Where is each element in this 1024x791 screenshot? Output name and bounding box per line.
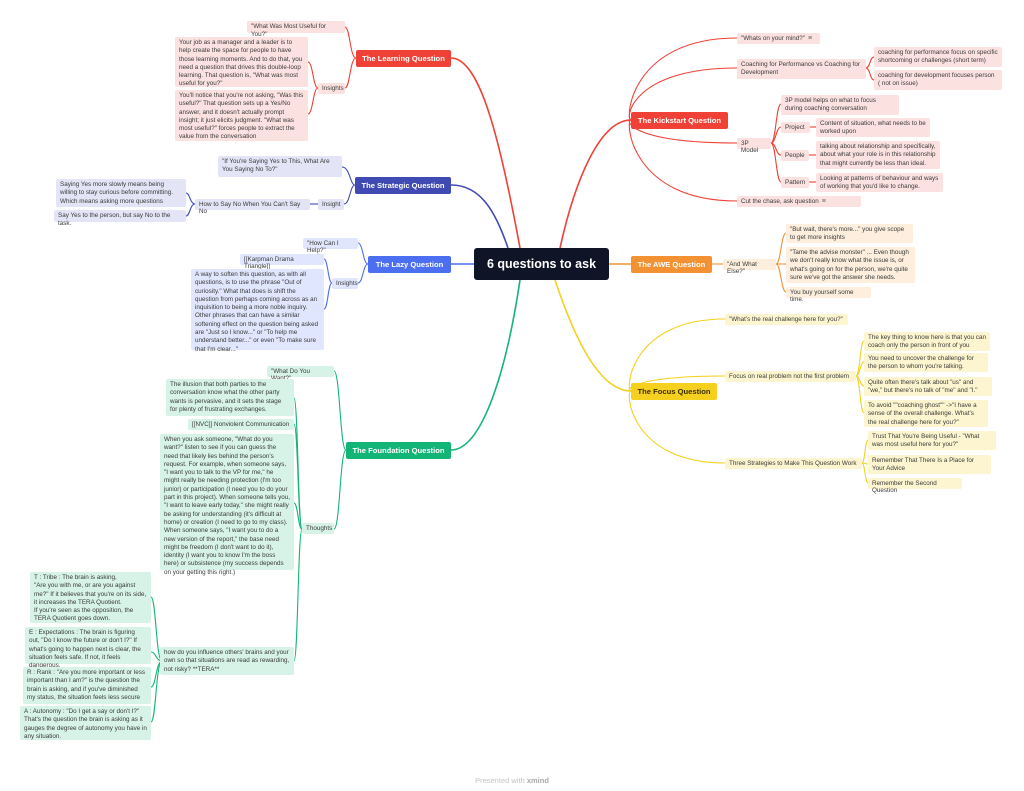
focus-real-note-4[interactable]: To avoid ""coaching ghost"" ->"I have a … <box>864 400 988 427</box>
footer-prefix: Presented with <box>475 776 525 785</box>
learning-insights-label[interactable]: Insights <box>318 83 345 94</box>
tera-tribe[interactable]: T : Tribe : The brain is asking, "Are yo… <box>30 572 151 623</box>
focus-real-problem[interactable]: Focus on real problem not the first prob… <box>725 371 856 382</box>
strategy-place-for-advice[interactable]: Remember That There Is a Place for Your … <box>868 455 991 474</box>
strategy-second-question[interactable]: Remember the Second Question <box>868 478 962 494</box>
branch-strategic-question[interactable]: The Strategic Question <box>355 177 451 194</box>
kickstart-question-label: "Whats on your mind?" <box>741 35 805 42</box>
kickstart-coaching-topic[interactable]: Coaching for Performance vs Coaching for… <box>737 59 866 79</box>
cut-the-chase-label: Cut the chase, ask question <box>741 198 819 205</box>
tera-autonomy[interactable]: A : Autonomy : "Do I get a say or don't … <box>20 706 151 740</box>
3p-project-label[interactable]: Project <box>781 122 810 133</box>
strategic-how-to-say-no[interactable]: How to Say No When You Can't Say No <box>195 199 310 215</box>
branch-foundation-question[interactable]: The Foundation Question <box>346 442 451 459</box>
3p-model-description[interactable]: 3P model helps on what to focus during c… <box>781 95 899 115</box>
notes-icon[interactable]: ≡ <box>821 198 826 205</box>
focus-real-note-3[interactable]: Quite often there's talk about "us" and … <box>864 377 992 396</box>
learning-note-2[interactable]: You'll notice that you're not asking, "W… <box>175 90 308 141</box>
branch-learning-question[interactable]: The Learning Question <box>356 50 451 67</box>
awe-note-buy-time[interactable]: You buy yourself some time. <box>786 287 871 303</box>
xmind-logo: xmind <box>526 776 549 785</box>
learning-question-text[interactable]: "What Was Most Useful for You?" <box>247 21 345 38</box>
coaching-performance-note[interactable]: coaching for performance focus on specif… <box>874 47 1002 67</box>
3p-project-description[interactable]: Content of situation, what needs to be w… <box>816 118 930 137</box>
foundation-thought-4[interactable]: how do you influence others' brains and … <box>160 647 294 675</box>
focus-real-note-2[interactable]: You need to uncover the challenge for th… <box>864 353 988 372</box>
3p-people-label[interactable]: People <box>781 150 809 161</box>
tera-expectations[interactable]: E : Expectations : The brain is figuring… <box>25 627 151 669</box>
3p-pattern-label[interactable]: Pattern <box>781 177 809 188</box>
branch-lazy-question[interactable]: The Lazy Question <box>368 256 451 273</box>
kickstart-cut-the-chase[interactable]: Cut the chase, ask question≡ <box>737 196 861 207</box>
focus-question-text[interactable]: "What's the real challenge here for you?… <box>725 314 848 325</box>
3p-people-description[interactable]: talking about relationship and specifica… <box>816 141 940 169</box>
footer-attribution: Presented with xmind <box>0 776 1024 785</box>
lazy-note-1[interactable]: A way to soften this question, as with a… <box>191 269 324 353</box>
foundation-question-text[interactable]: "What Do You Want?" <box>267 366 334 382</box>
awe-note-more-insights[interactable]: "But wait, there's more..." you give sco… <box>786 224 913 243</box>
lazy-question-text[interactable]: "How Can I Help?" <box>303 238 358 254</box>
central-topic[interactable]: 6 questions to ask <box>474 248 609 280</box>
notes-icon[interactable]: ≡ <box>807 35 813 42</box>
strategic-note-1[interactable]: Saying Yes more slowly means being willi… <box>56 179 186 207</box>
coaching-development-note[interactable]: coaching for development focuses person … <box>874 70 1002 90</box>
strategic-insight-label[interactable]: Insight <box>318 199 344 210</box>
kickstart-3p-model[interactable]: 3P Model <box>737 138 771 154</box>
lazy-karpman-link[interactable]: [[Karpman Drama Triangle]] <box>240 254 324 270</box>
learning-note-1[interactable]: Your job as a manager and a leader is to… <box>175 37 308 87</box>
foundation-thought-1[interactable]: The illusion that both parties to the co… <box>166 379 294 416</box>
lazy-insights-label[interactable]: Insights <box>332 278 358 289</box>
branch-awe-question[interactable]: The AWE Question <box>631 256 712 273</box>
foundation-thoughts-label[interactable]: Thoughts <box>302 523 334 534</box>
3p-pattern-description[interactable]: Looking at patterns of behaviour and way… <box>816 173 943 192</box>
awe-question-text[interactable]: "And What Else?" <box>723 259 776 275</box>
foundation-thought-3[interactable]: When you ask someone, "What do you want?… <box>160 434 294 576</box>
tera-rank[interactable]: R : Rank : "Are you more important or le… <box>23 667 151 704</box>
awe-note-advice-monster[interactable]: "Tame the advise monster" ... Even thoug… <box>786 247 915 283</box>
branch-kickstart-question[interactable]: The Kickstart Question <box>631 112 728 129</box>
branch-focus-question[interactable]: The Focus Question <box>631 383 717 400</box>
focus-three-strategies[interactable]: Three Strategies to Make This Question W… <box>725 458 862 469</box>
strategic-note-2[interactable]: Say Yes to the person, but say No to the… <box>54 210 186 227</box>
focus-real-note-1[interactable]: The key thing to know here is that you c… <box>864 332 990 351</box>
foundation-thought-2[interactable]: [[NVC]] Nonviolent Communication <box>188 419 294 430</box>
strategy-trust-useful[interactable]: Trust That You're Being Useful - "What w… <box>868 431 996 450</box>
kickstart-question-text[interactable]: "Whats on your mind?"≡ <box>737 33 820 44</box>
strategic-question-text[interactable]: "If You're Saying Yes to This, What Are … <box>218 156 342 177</box>
